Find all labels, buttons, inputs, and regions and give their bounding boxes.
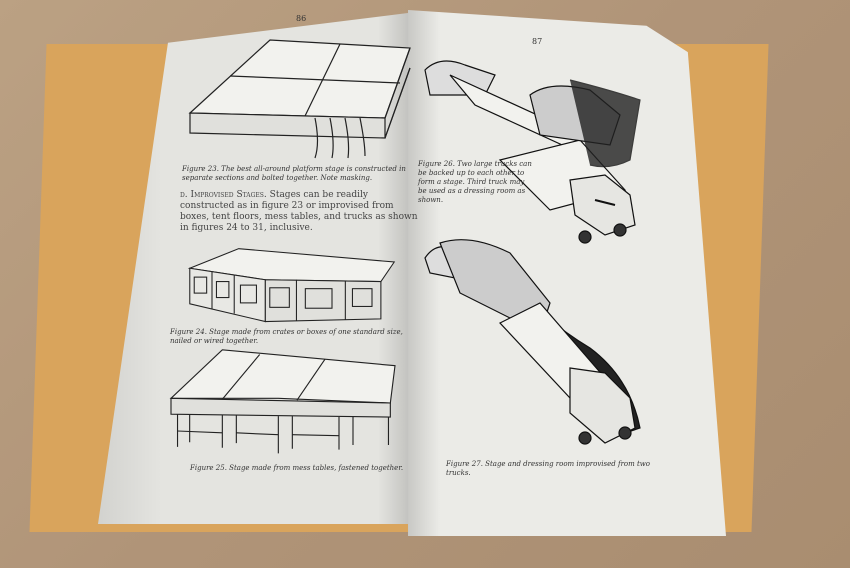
figure-23-caption: Figure 23. The best all-around platform … [182,165,406,182]
figure-26-two-trucks-stage [424,60,641,244]
section-body: Stages can be readily constructed as in … [180,190,418,233]
figure-27-truck-stage-dressing-room [424,239,641,445]
figure-25-mess-table-stage [169,349,396,454]
figure-23-platform-stage [188,39,411,159]
left-page-number: 86 [296,14,307,23]
figure-27-caption: Figure 27. Stage and dressing room impro… [446,460,651,477]
figure-24-caption: Figure 24. Stage made from crates or box… [170,328,403,345]
section-text: d. Improvised Stages. Stages can be read… [180,190,420,234]
figure-24-crate-stage [187,248,396,323]
right-page-number: 87 [532,37,543,46]
figure-26-caption: Figure 26. Two large trucks can be backe… [418,160,532,204]
section-heading: d. Improvised Stages. [180,190,267,200]
figure-25-caption: Figure 25. Stage made from mess tables, … [190,464,404,472]
